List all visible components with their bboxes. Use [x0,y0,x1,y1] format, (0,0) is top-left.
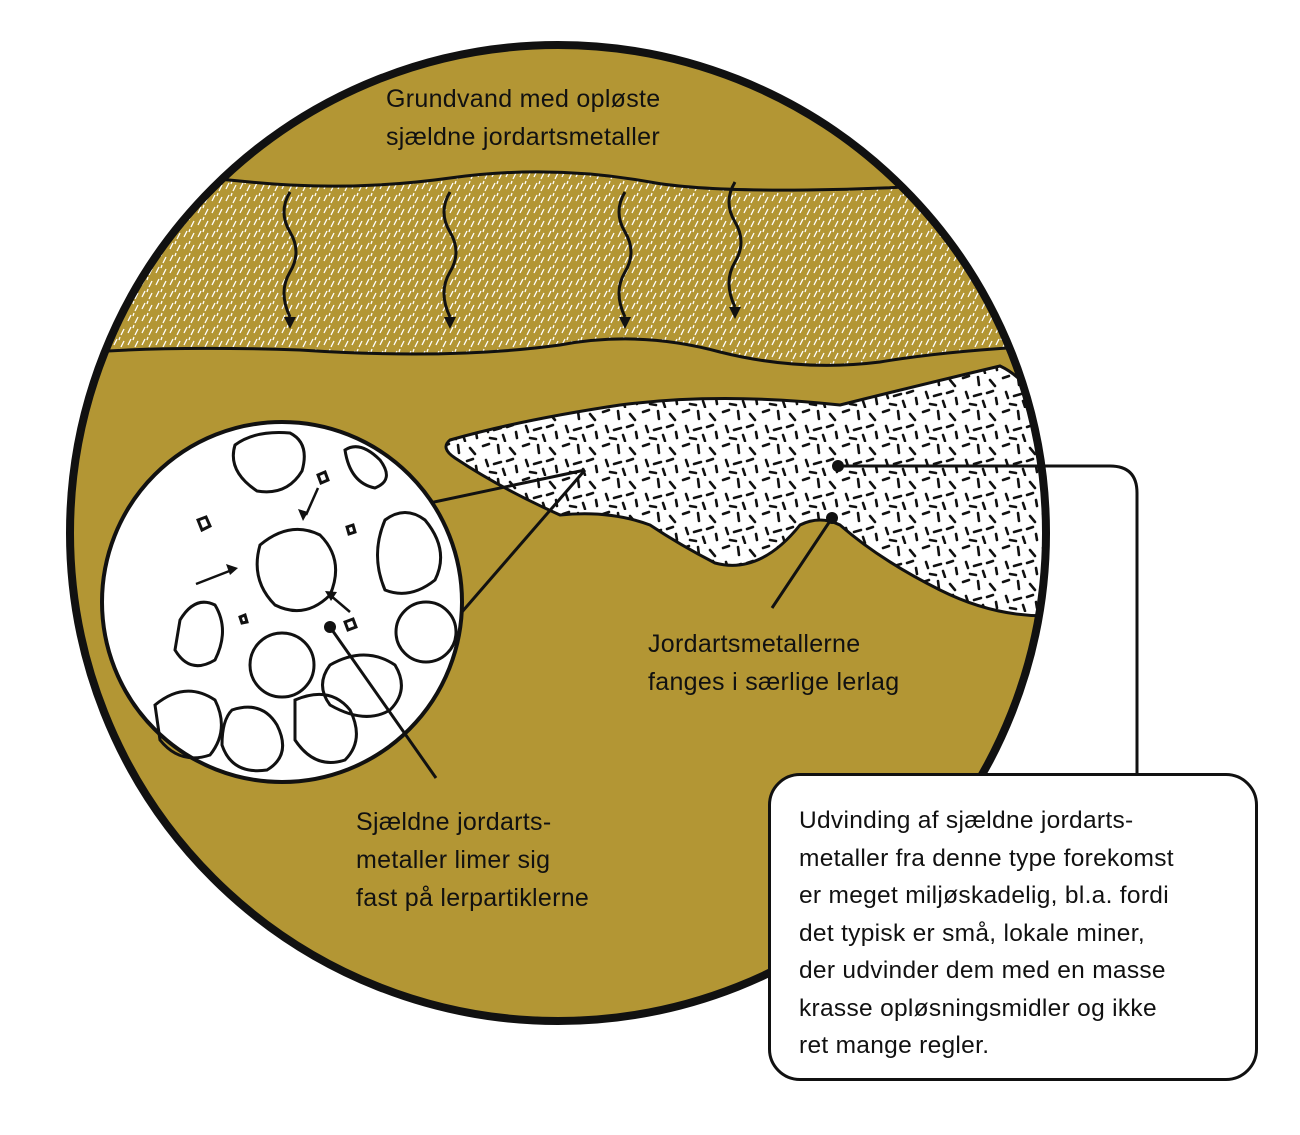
zoom-lines [419,468,587,621]
label-line: fast på lerpartiklerne [356,884,590,912]
label-line: Jordartsmetallerne [648,630,861,658]
label-line: Grundvand med opløste [386,85,661,113]
label-line: metaller limer sig [356,846,551,874]
main-circle [66,41,1050,1025]
water-arrows [282,181,743,318]
label-line: fanges i særlige lerlag [648,668,900,696]
callout-line: der udvinder dem med en masse [799,957,1166,984]
callout-line: er meget miljøskadelig, bl.a. fordi [799,882,1169,909]
pointer-lines [328,464,1139,779]
pointer-dots [324,460,844,633]
callout-box: Udvinding af sjældne jordarts- metaller … [768,773,1258,1081]
callout-line: Udvinding af sjældne jordarts- [799,807,1134,834]
label-line: Sjældne jordarts- [356,808,552,836]
callout-line: ret mange regler. [799,1032,990,1059]
particles-label: Sjældne jordarts- metaller limer sig fas… [356,803,589,917]
particle-circle [100,420,464,784]
sand-layer [70,170,1046,367]
arrow-heads [284,307,741,329]
label-line: sjældne jordartsmetaller [386,123,660,151]
clay-layer-label: Jordartsmetallerne fanges i særlige lerl… [648,625,899,701]
callout-line: krasse opløsningsmidler og ikke [799,994,1157,1022]
callout-line: metaller fra denne type forekomst [799,844,1174,872]
groundwater-label: Grundvand med opløste sjældne jordartsme… [386,80,661,156]
clay-lens [444,364,1046,618]
callout-line: det typisk er små, lokale miner, [799,919,1145,947]
